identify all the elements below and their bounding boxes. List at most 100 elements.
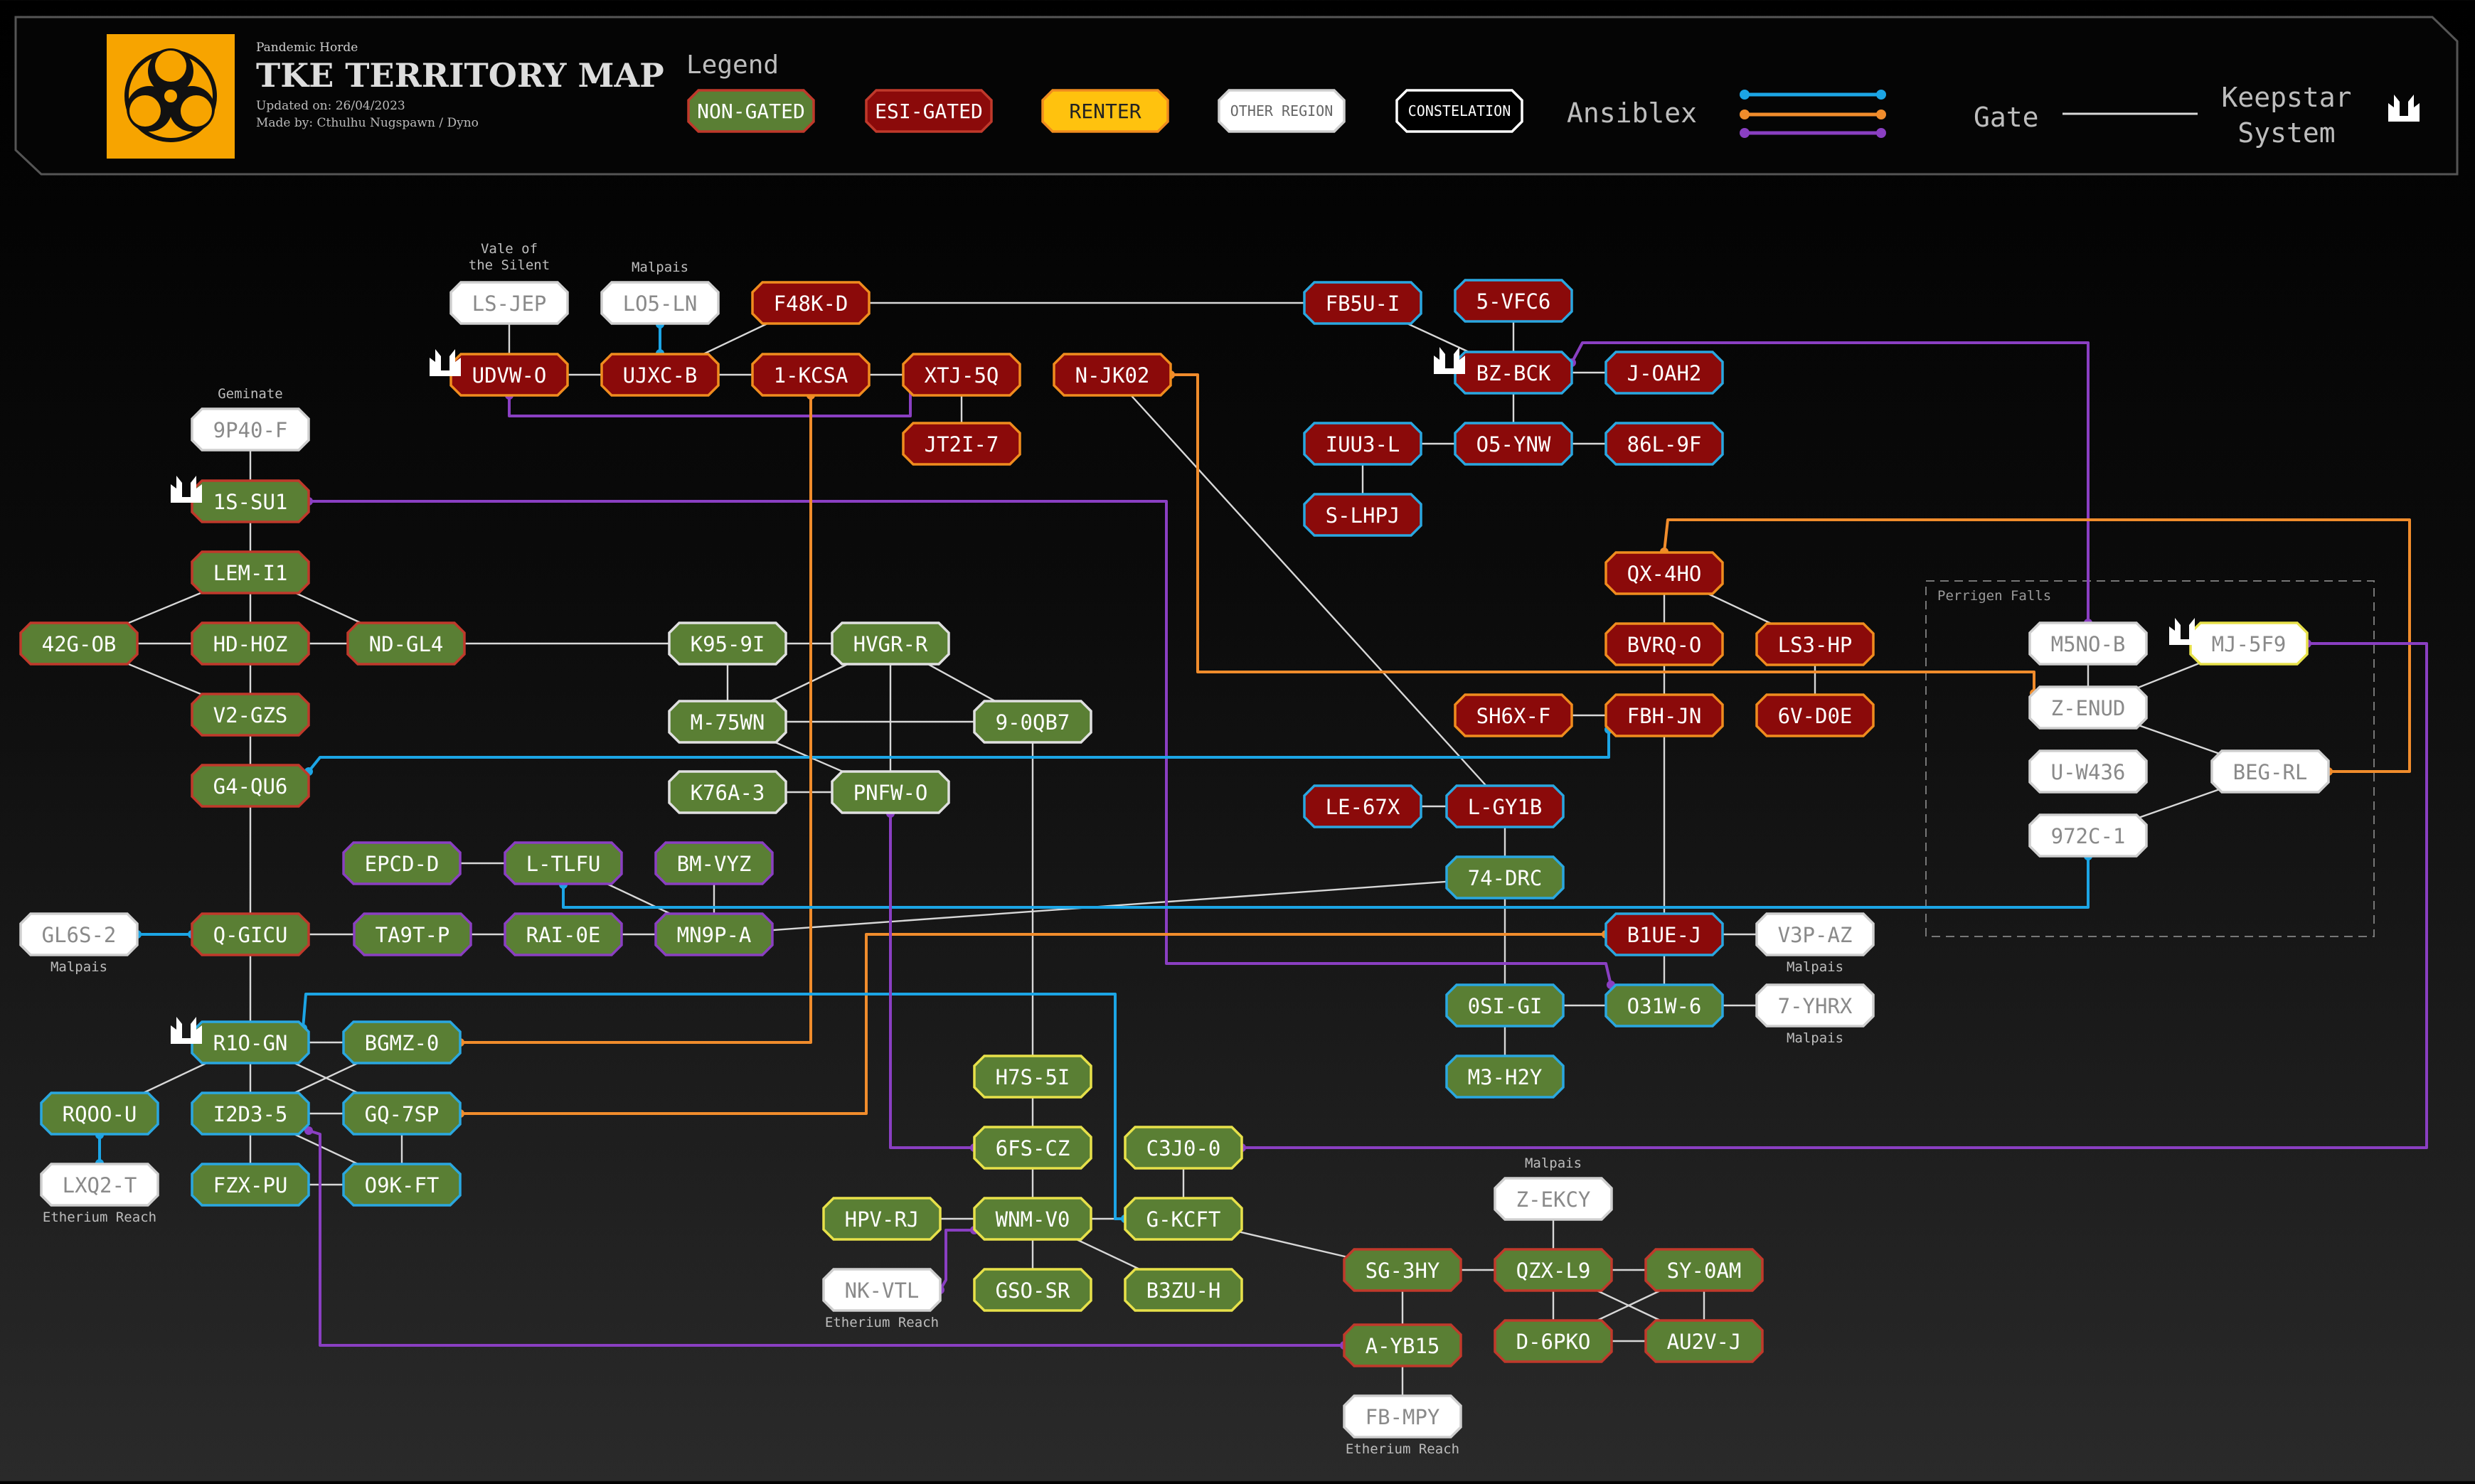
- system-node-ls3-hp[interactable]: LS3-HP: [1755, 622, 1875, 666]
- system-node-i2d3-5[interactable]: I2D3-5: [191, 1091, 310, 1136]
- system-node-ta9t-p[interactable]: TA9T-P: [353, 912, 472, 956]
- system-node-74-drc[interactable]: 74-DRC: [1445, 855, 1565, 900]
- system-node-86l-9f[interactable]: 86L-9F: [1604, 422, 1724, 466]
- system-node-mn9p-a[interactable]: MN9P-A: [654, 912, 774, 956]
- system-node-g4-qu6[interactable]: G4-QU6: [191, 764, 310, 808]
- system-node-9-0qb7[interactable]: 9-0QB7: [973, 700, 1092, 744]
- system-node-l-tlfu[interactable]: L-TLFU: [504, 841, 623, 885]
- system-node-42g-ob[interactable]: 42G-OB: [19, 621, 139, 666]
- legend-swatch: [687, 89, 815, 133]
- system-node-bz-bck[interactable]: BZ-BCK: [1454, 351, 1573, 395]
- system-node-6fs-cz[interactable]: 6FS-CZ: [973, 1126, 1092, 1170]
- system-node-shape: [191, 407, 310, 452]
- system-node-pnfw-o[interactable]: PNFW-O: [831, 770, 950, 814]
- system-node-0si-gi[interactable]: 0SI-GI: [1445, 983, 1565, 1027]
- system-node-z-enud[interactable]: Z-ENUD: [2028, 685, 2148, 730]
- system-node-o5-ynw[interactable]: O5-YNW: [1454, 422, 1573, 466]
- system-node-ujxc-b[interactable]: UJXC-B: [600, 353, 720, 397]
- system-node-epcd-d[interactable]: EPCD-D: [342, 841, 462, 885]
- system-node-nd-gl4[interactable]: ND-GL4: [346, 621, 466, 666]
- system-node-972c-1[interactable]: 972C-1: [2028, 813, 2148, 858]
- system-node-gq-7sp[interactable]: GQ-7SP: [342, 1091, 462, 1136]
- ansiblex-qx-4ho-beg-rl: [1663, 518, 2411, 773]
- system-name: 6FS-CZ: [996, 1136, 1070, 1160]
- system-node-shape: [2210, 749, 2330, 794]
- system-node-gso-sr[interactable]: GSO-SR: [973, 1268, 1092, 1312]
- system-node-le-67x[interactable]: LE-67X: [1303, 784, 1422, 828]
- system-node-jt2i-7[interactable]: JT2I-7: [902, 422, 1021, 466]
- system-node-v2-gzs[interactable]: V2-GZS: [191, 693, 310, 737]
- system-node-bgmz-0[interactable]: BGMZ-0: [342, 1020, 462, 1064]
- system-node-9p40-f[interactable]: 9P40-F: [191, 407, 310, 452]
- ansiblex-pnfw-o-6fs-cz: [889, 813, 974, 1149]
- system-node-udvw-o[interactable]: UDVW-O: [449, 353, 569, 397]
- system-node-mj-5f9[interactable]: MJ-5F9: [2189, 621, 2309, 666]
- system-node-h7s-5i[interactable]: H7S-5I: [973, 1055, 1092, 1099]
- legend-item-label: CONSTELATION: [1408, 102, 1511, 119]
- system-node-sg-3hy[interactable]: SG-3HY: [1343, 1248, 1462, 1292]
- system-node-fb-mpy[interactable]: FB-MPY: [1343, 1394, 1462, 1438]
- system-node-1-kcsa[interactable]: 1-KCSA: [751, 353, 871, 397]
- system-node-shape: [191, 1163, 310, 1207]
- system-node-o31w-6[interactable]: O31W-6: [1604, 983, 1724, 1027]
- system-node-nk-vtl[interactable]: NK-VTL: [822, 1268, 942, 1312]
- system-node-o9k-ft[interactable]: O9K-FT: [342, 1163, 462, 1207]
- system-node-6v-d0e[interactable]: 6V-D0E: [1755, 693, 1875, 737]
- system-node-iuu3-l[interactable]: IUU3-L: [1303, 422, 1422, 466]
- system-node-5-vfc6[interactable]: 5-VFC6: [1454, 279, 1573, 323]
- system-node-shape: [1755, 693, 1875, 737]
- system-node-k76a-3[interactable]: K76A-3: [668, 770, 787, 814]
- system-node-rqoo-u[interactable]: RQOO-U: [40, 1091, 159, 1136]
- system-node-m3-h2y[interactable]: M3-H2Y: [1445, 1055, 1565, 1099]
- system-node-lem-i1[interactable]: LEM-I1: [191, 550, 310, 594]
- system-node-gl6s-2[interactable]: GL6S-2: [19, 912, 139, 956]
- system-node-hd-hoz[interactable]: HD-HOZ: [191, 621, 310, 666]
- system-name: LXQ2-T: [63, 1173, 137, 1197]
- system-node-bvrq-o[interactable]: BVRQ-O: [1604, 622, 1724, 666]
- system-node-a-yb15[interactable]: A-YB15: [1343, 1323, 1462, 1367]
- system-node-lxq2-t[interactable]: LXQ2-T: [40, 1163, 159, 1207]
- system-node-fzx-pu[interactable]: FZX-PU: [191, 1163, 310, 1207]
- system-node-lo5-ln[interactable]: LO5-LN: [600, 281, 720, 325]
- system-node-rai-0e[interactable]: RAI-0E: [504, 912, 623, 956]
- system-name: LO5-LN: [623, 292, 698, 316]
- system-node-g-kcft[interactable]: G-KCFT: [1124, 1197, 1243, 1241]
- system-node-bm-vyz[interactable]: BM-VYZ: [654, 841, 774, 885]
- system-node-sy-0am[interactable]: SY-0AM: [1644, 1248, 1764, 1292]
- system-node-q-gicu[interactable]: Q-GICU: [191, 912, 310, 956]
- system-node-b1ue-j[interactable]: B1UE-J: [1604, 912, 1724, 956]
- system-node-ls-jep[interactable]: LS-JEP: [449, 281, 569, 325]
- system-name: 74-DRC: [1468, 866, 1543, 890]
- system-node-7-yhrx[interactable]: 7-YHRX: [1755, 983, 1875, 1027]
- system-node-hvgr-r[interactable]: HVGR-R: [831, 621, 950, 666]
- system-node-qx-4ho[interactable]: QX-4HO: [1604, 551, 1724, 595]
- system-node-c3j0-0[interactable]: C3J0-0: [1124, 1126, 1243, 1170]
- system-node-shape: [1124, 1126, 1243, 1170]
- system-node-xtj-5q[interactable]: XTJ-5Q: [902, 353, 1021, 397]
- system-node-au2v-j[interactable]: AU2V-J: [1644, 1319, 1764, 1363]
- system-node-n-jk02[interactable]: N-JK02: [1053, 353, 1172, 397]
- system-node-s-lhpj[interactable]: S-LHPJ: [1303, 493, 1422, 537]
- system-node-wnm-v0[interactable]: WNM-V0: [973, 1197, 1092, 1241]
- system-node-b3zu-h[interactable]: B3ZU-H: [1124, 1268, 1243, 1312]
- keepstar-label-line1: Keepstar: [2221, 82, 2351, 113]
- system-node-shape: [1445, 983, 1565, 1027]
- system-node-f48k-d[interactable]: F48K-D: [751, 281, 871, 325]
- system-node-m5no-b[interactable]: M5NO-B: [2028, 621, 2148, 666]
- system-node-l-gy1b[interactable]: L-GY1B: [1445, 784, 1565, 828]
- system-node-z-ekcy[interactable]: Z-EKCY: [1494, 1177, 1613, 1221]
- system-node-hpv-rj[interactable]: HPV-RJ: [822, 1197, 942, 1241]
- system-node-k95-9i[interactable]: K95-9I: [668, 621, 787, 666]
- system-node-1s-su1[interactable]: 1S-SU1: [191, 479, 310, 523]
- system-node-j-oah2[interactable]: J-OAH2: [1604, 351, 1724, 395]
- system-node-sh6x-f[interactable]: SH6X-F: [1454, 693, 1573, 737]
- system-node-m-75wn[interactable]: M-75WN: [668, 700, 787, 744]
- system-node-beg-rl[interactable]: BEG-RL: [2210, 749, 2330, 794]
- system-node-d-6pko[interactable]: D-6PKO: [1494, 1319, 1613, 1363]
- system-node-u-w436[interactable]: U-W436: [2028, 749, 2148, 794]
- system-node-fb5u-i[interactable]: FB5U-I: [1303, 281, 1422, 325]
- system-node-qzx-l9[interactable]: QZX-L9: [1494, 1248, 1613, 1292]
- system-node-v3p-az[interactable]: V3P-AZ: [1755, 912, 1875, 956]
- system-node-r1o-gn[interactable]: R1O-GN: [191, 1020, 310, 1064]
- system-node-fbh-jn[interactable]: FBH-JN: [1604, 693, 1724, 737]
